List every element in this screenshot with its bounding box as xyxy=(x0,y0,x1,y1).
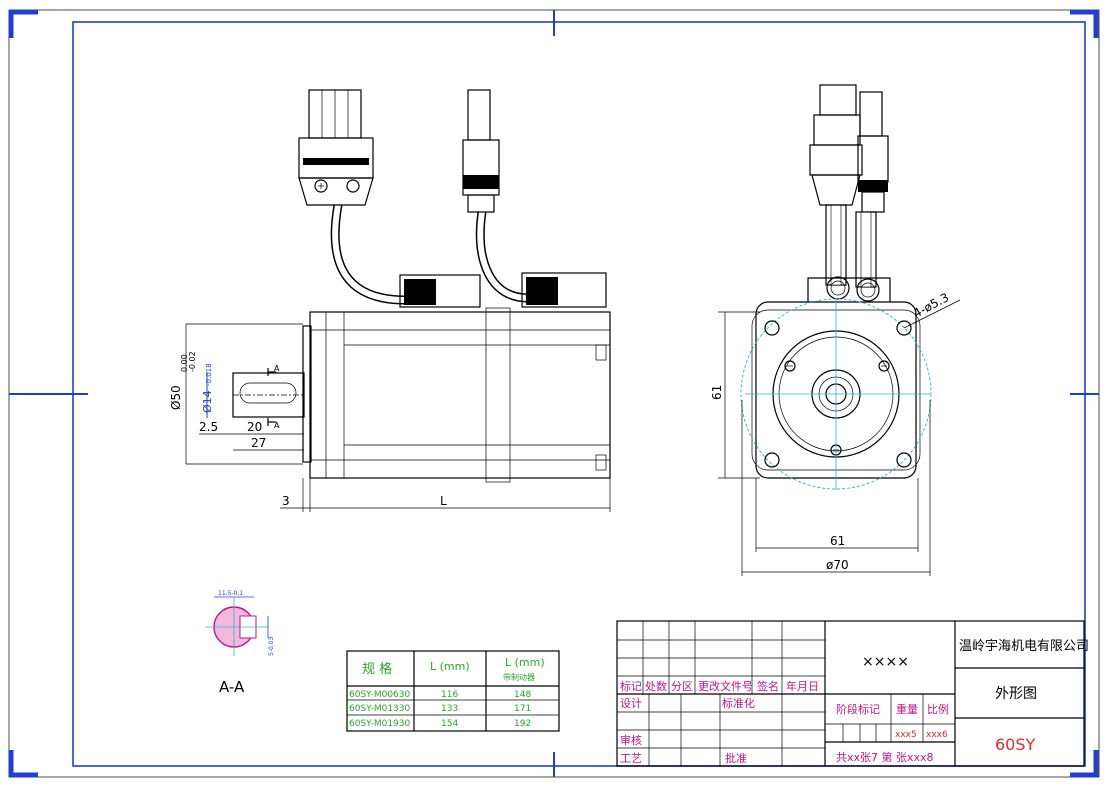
spec-header-L: L (mm) xyxy=(430,660,470,673)
spec-header-brake-note: 带制动器 xyxy=(503,672,535,682)
spec-cell-model: 60SY-M00630 xyxy=(349,690,411,700)
spec-header-L-brake: L (mm) xyxy=(505,656,545,669)
tb-label-sign: 签名 xyxy=(757,679,779,693)
dim-spigot-upper-tol: 0.00 xyxy=(180,354,189,372)
tb-label-mark: 标记 xyxy=(620,679,642,693)
side-view-dimensions: Ø50 0.00 -0.02 Ø14 -0.018 2.5 20 27 A A … xyxy=(169,323,611,512)
drawing-frame xyxy=(8,9,1100,778)
dim-shaft-tol: -0.018 xyxy=(205,363,213,386)
spec-row-3: 60SY-M01930 154 192 xyxy=(349,719,531,729)
tb-stage: 阶段标记 xyxy=(836,702,880,716)
spec-table: 规 格 L (mm) L (mm) 带制动器 60SY-M00630 116 1… xyxy=(346,650,560,732)
tb-weight: 重量 xyxy=(896,702,918,716)
tb-sheets: 共xx张7 第 张xxx8 xyxy=(836,750,934,764)
spec-cell-L: 154 xyxy=(441,719,458,729)
tb-company: 温岭宇海机电有限公司 xyxy=(959,639,1089,654)
tb-label-zone: 分区 xyxy=(671,680,693,693)
spec-cell-L: 133 xyxy=(441,704,458,714)
section-a-a: 11.5-0.1 5-0.03 A-A xyxy=(205,590,275,696)
dim-70: ø70 xyxy=(826,558,849,572)
title-block: 标记 处数 分区 更改文件号 签名 年月日 设计 标准化 审核 工艺 批准 ××… xyxy=(616,620,1089,767)
dim-holes: 4-ø5.3 xyxy=(911,290,951,320)
tb-drawing-name: 外形图 xyxy=(995,686,1037,702)
spec-cell-model: 60SY-M01330 xyxy=(349,704,411,714)
dim-spigot: Ø50 xyxy=(169,385,183,410)
motor-side-view xyxy=(232,89,611,483)
dim-3: 3 xyxy=(282,494,290,508)
tb-scale-value: xxx6 xyxy=(926,730,948,740)
tb-scale: 比例 xyxy=(927,702,949,716)
section-mark-bottom: A xyxy=(274,421,280,430)
spec-cell-L-brake: 192 xyxy=(514,719,531,729)
tb-drawing-no: ×××× xyxy=(862,654,909,670)
spec-cell-L: 116 xyxy=(441,690,458,700)
dim-61-vertical: 61 xyxy=(710,385,724,400)
motor-front-view xyxy=(740,84,932,490)
dim-2-5: 2.5 xyxy=(199,420,218,434)
spec-cell-L-brake: 171 xyxy=(514,704,531,714)
tb-approve: 批准 xyxy=(725,751,747,765)
tb-standard: 标准化 xyxy=(722,696,755,710)
dim-spigot-lower-tol: -0.02 xyxy=(188,351,197,372)
dim-27: 27 xyxy=(251,436,266,450)
tb-weight-value: xxx5 xyxy=(895,730,917,740)
section-label: A-A xyxy=(219,678,245,696)
spec-cell-L-brake: 148 xyxy=(514,690,531,700)
spec-row-2: 60SY-M01330 133 171 xyxy=(349,704,531,714)
tb-design: 设计 xyxy=(620,697,642,710)
spec-row-1: 60SY-M00630 116 148 xyxy=(349,690,531,700)
tb-process: 工艺 xyxy=(620,752,642,765)
tb-label-date: 年月日 xyxy=(786,679,819,693)
spec-header-model: 规 格 xyxy=(362,661,392,677)
tb-model: 60SY xyxy=(995,735,1036,754)
tb-label-change-doc: 更改文件号 xyxy=(698,679,753,693)
tb-review: 审核 xyxy=(620,733,642,747)
dim-L: L xyxy=(440,494,447,508)
key-side-dim: 5-0.03 xyxy=(268,636,275,656)
dim-shaft: Ø14 xyxy=(201,390,214,413)
dim-61-horizontal: 61 xyxy=(830,534,845,548)
key-top-dim: 11.5-0.1 xyxy=(218,590,243,597)
dim-20: 20 xyxy=(247,420,262,434)
section-mark-top: A xyxy=(274,364,280,373)
spec-cell-model: 60SY-M01930 xyxy=(349,719,411,729)
tb-label-count: 处数 xyxy=(645,680,667,693)
